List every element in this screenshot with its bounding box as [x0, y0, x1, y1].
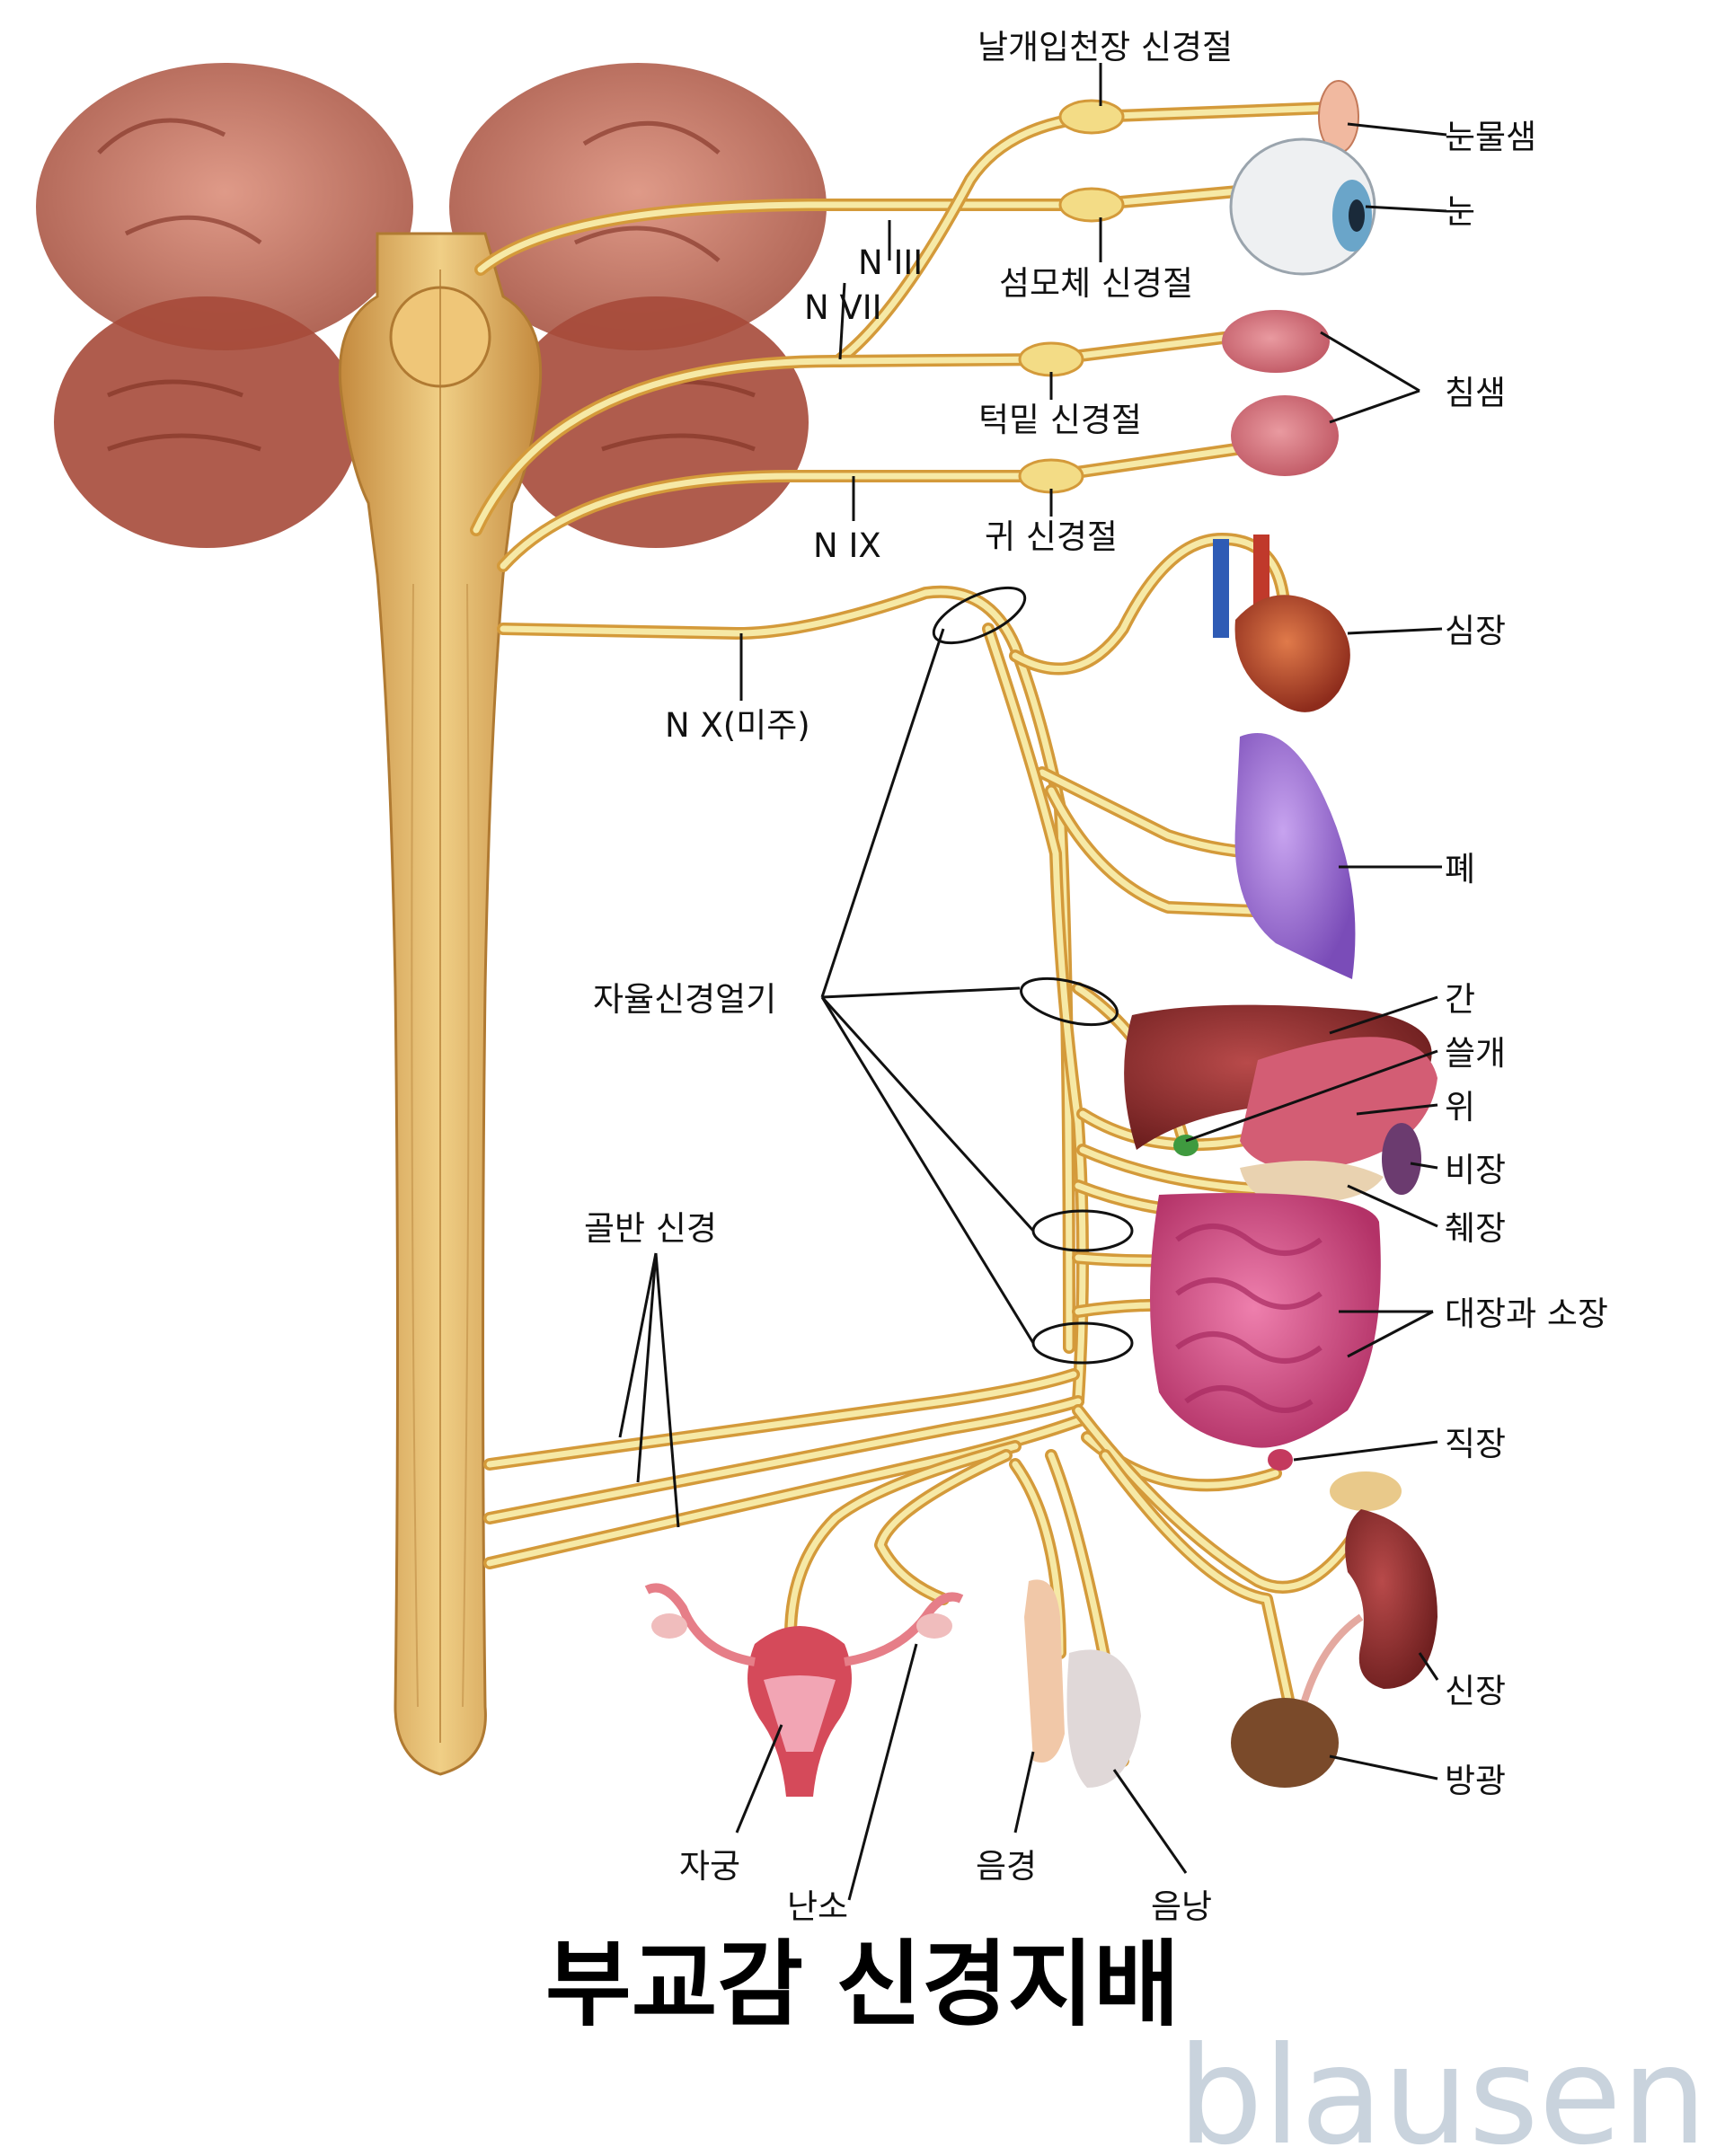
- salivary-gland-lower-shape: [1231, 395, 1339, 476]
- scrotum-label: 음낭: [1151, 1887, 1212, 1926]
- submandibular-ganglion-label: 턱밑 신경절: [978, 401, 1142, 439]
- pancreas-shape: [1240, 1161, 1384, 1204]
- heart-label: 심장: [1445, 612, 1506, 650]
- leader-lines: [618, 63, 1447, 1901]
- heart-shape: [1213, 535, 1350, 712]
- autonomic-plexus-label: 자율신경얼기: [593, 980, 776, 1019]
- ovary-label: 난소: [787, 1887, 848, 1926]
- n3-label: N III: [858, 243, 923, 282]
- pterygopalatine-ganglion-shape: [1058, 99, 1125, 135]
- intestines-shape: [1150, 1193, 1381, 1448]
- eye-shape: [1229, 137, 1376, 276]
- organs: [644, 80, 1438, 1797]
- page-title: 부교감 신경지배: [545, 1930, 1180, 2039]
- eye-label: 눈: [1445, 192, 1475, 231]
- penis-label: 음경: [976, 1847, 1037, 1886]
- scrotum-shape: [1066, 1649, 1141, 1788]
- liver-label: 간: [1445, 980, 1475, 1019]
- ciliary-ganglion-shape: [1058, 187, 1125, 223]
- salivary-glands-label: 침샘: [1445, 374, 1506, 412]
- salivary-gland-upper-shape: [1222, 310, 1330, 373]
- lung-shape: [1234, 733, 1356, 979]
- pelvic-nerve-label: 골반 신경: [584, 1209, 717, 1248]
- cranial-nerves: [470, 102, 1336, 1408]
- pelvic-nerves: [483, 1368, 1372, 1767]
- brand-logo: blausen: [1178, 2019, 1707, 2156]
- spleen-label: 비장: [1445, 1151, 1506, 1189]
- spleen-shape: [1382, 1123, 1421, 1195]
- pancreas-label: 췌장: [1445, 1209, 1506, 1248]
- n9-label: N IX: [813, 526, 881, 565]
- uterus-shape: [644, 1583, 964, 1797]
- otic-ganglion-label: 귀 신경절: [985, 517, 1118, 556]
- pterygopalatine-ganglion-label: 날개입천장 신경절: [978, 28, 1233, 66]
- n7-label: N VII: [804, 288, 882, 327]
- intestines-label: 대장과 소장: [1445, 1294, 1608, 1333]
- rectum-label: 직장: [1445, 1425, 1506, 1463]
- spinal-cord: [338, 232, 543, 1776]
- kidney-shape: [1299, 1471, 1438, 1709]
- stomach-label: 위: [1445, 1088, 1475, 1127]
- ganglia: [1018, 99, 1125, 494]
- n10-label: N X(미주): [665, 706, 810, 745]
- bladder-shape: [1231, 1698, 1339, 1788]
- ciliary-ganglion-label: 섬모체 신경절: [999, 264, 1193, 303]
- ovary-left-shape: [651, 1613, 687, 1639]
- gallbladder-label: 쓸개: [1445, 1034, 1506, 1073]
- labels: 날개입천장 신경절 섬모체 신경절 턱밑 신경절 귀 신경절 N III N V…: [545, 28, 1707, 2156]
- otic-ganglion-shape: [1018, 458, 1084, 494]
- submandibular-ganglion-shape: [1018, 341, 1084, 377]
- kidney-label: 신장: [1445, 1672, 1506, 1710]
- bladder-label: 방광: [1445, 1762, 1506, 1800]
- brain: [36, 63, 827, 548]
- lacrimal-gland-label: 눈물샘: [1445, 118, 1536, 156]
- lung-label: 폐: [1445, 850, 1475, 888]
- rectum-shape: [1268, 1449, 1293, 1471]
- ovary-right-shape: [916, 1613, 952, 1639]
- penis-shape: [1024, 1579, 1065, 1763]
- uterus-label: 자궁: [679, 1847, 740, 1886]
